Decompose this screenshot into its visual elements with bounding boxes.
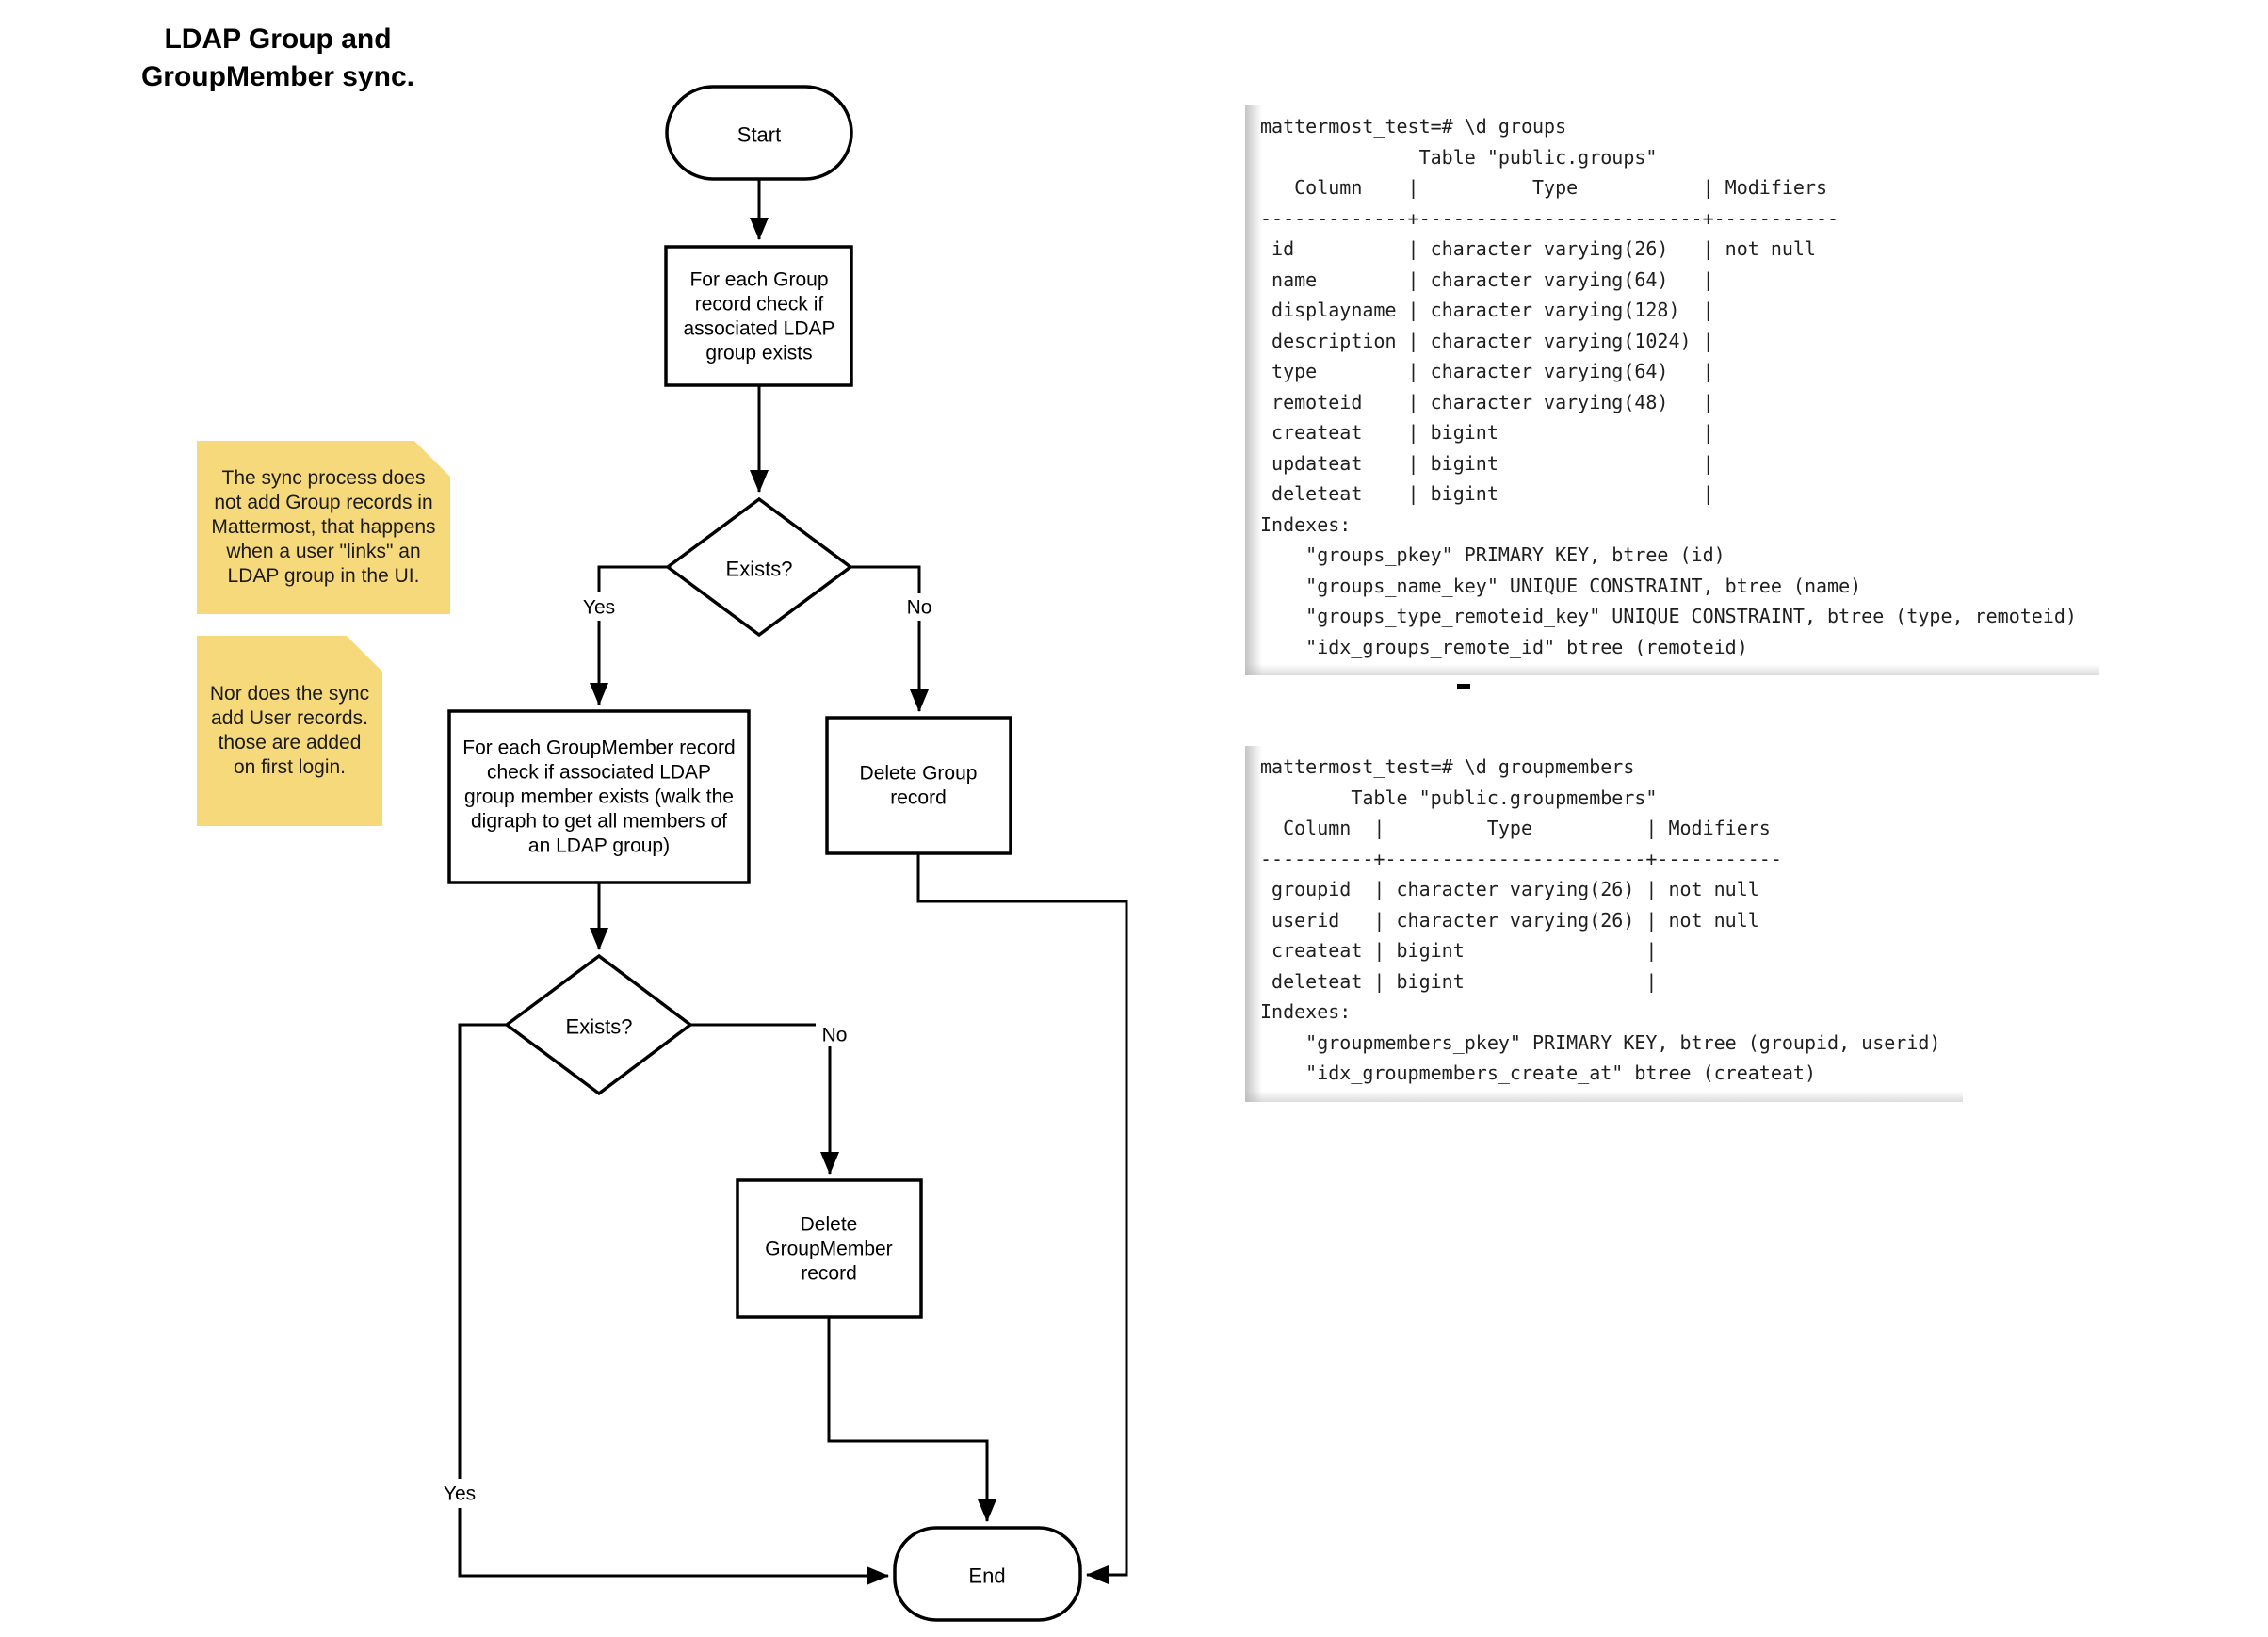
- svg-text:Delete Group: Delete Group: [860, 763, 978, 785]
- process-check-group: [664, 245, 853, 387]
- no1-label: No: [907, 597, 932, 619]
- svg-text:group member exists (walk the: group member exists (walk the: [464, 786, 734, 808]
- svg-text:associated LDAP: associated LDAP: [683, 318, 834, 340]
- process-check-member: [447, 709, 751, 884]
- edge-decision2-yes: [458, 1023, 889, 1585]
- svg-text:an LDAP group): an LDAP group): [528, 835, 670, 857]
- process-delete-member-label: Delete GroupMember record: [765, 1214, 892, 1285]
- start-label: Start: [737, 123, 781, 147]
- end-node: [893, 1526, 1082, 1622]
- process-check-member-label: For each GroupMember record check if ass…: [462, 737, 735, 857]
- psql-output-groups-table: mattermost_test=# \d groups Table "publi…: [1245, 105, 2099, 675]
- yes2-label: Yes: [444, 1483, 476, 1505]
- edge-delete-member-to-end: [827, 1317, 996, 1522]
- svg-text:GroupMember: GroupMember: [765, 1239, 892, 1260]
- decision1-exists: [665, 496, 853, 638]
- svg-text:Delete: Delete: [801, 1214, 858, 1236]
- decision1-label: Exists?: [726, 558, 793, 581]
- process-delete-member: [736, 1178, 923, 1319]
- process-delete-group-label: Delete Group record: [860, 763, 978, 809]
- yes2-label-bg: [434, 1479, 485, 1508]
- svg-text:For each Group: For each Group: [689, 269, 828, 291]
- process-delete-group: [825, 716, 1012, 855]
- svg-text:For each GroupMember record: For each GroupMember record: [462, 737, 735, 759]
- start-node: [665, 85, 853, 181]
- edge-decision1-yes: [590, 565, 668, 705]
- page-title: LDAP Group and GroupMember sync.: [140, 24, 415, 92]
- sticky-note-user-records: Nor does the sync add User records. thos…: [197, 636, 382, 826]
- svg-text:group exists: group exists: [705, 343, 812, 365]
- svg-text:record: record: [801, 1263, 857, 1285]
- svg-text:record: record: [890, 787, 947, 809]
- edge-decision1-no: [850, 565, 929, 712]
- svg-text:record check if: record check if: [695, 294, 824, 316]
- no1-label-bg: [898, 593, 941, 621]
- edge-delete-group-to-end: [916, 853, 1128, 1584]
- yes1-label: Yes: [583, 597, 615, 619]
- decision2-exists: [504, 953, 693, 1096]
- psql-output-groupmembers-table: mattermost_test=# \d groupmembers Table …: [1245, 746, 1963, 1102]
- no2-label: No: [822, 1025, 848, 1046]
- decision2-label: Exists?: [566, 1015, 633, 1039]
- yes1-label-bg: [575, 592, 624, 621]
- sticky-note-group-records: The sync process does not add Group reco…: [197, 441, 450, 614]
- svg-text:digraph to get all members of: digraph to get all members of: [471, 811, 727, 833]
- terminal-cursor: [1457, 684, 1470, 689]
- end-label: End: [968, 1564, 1005, 1588]
- process-check-group-label: For each Group record check if associate…: [683, 269, 834, 365]
- svg-text:check if associated LDAP: check if associated LDAP: [487, 762, 711, 784]
